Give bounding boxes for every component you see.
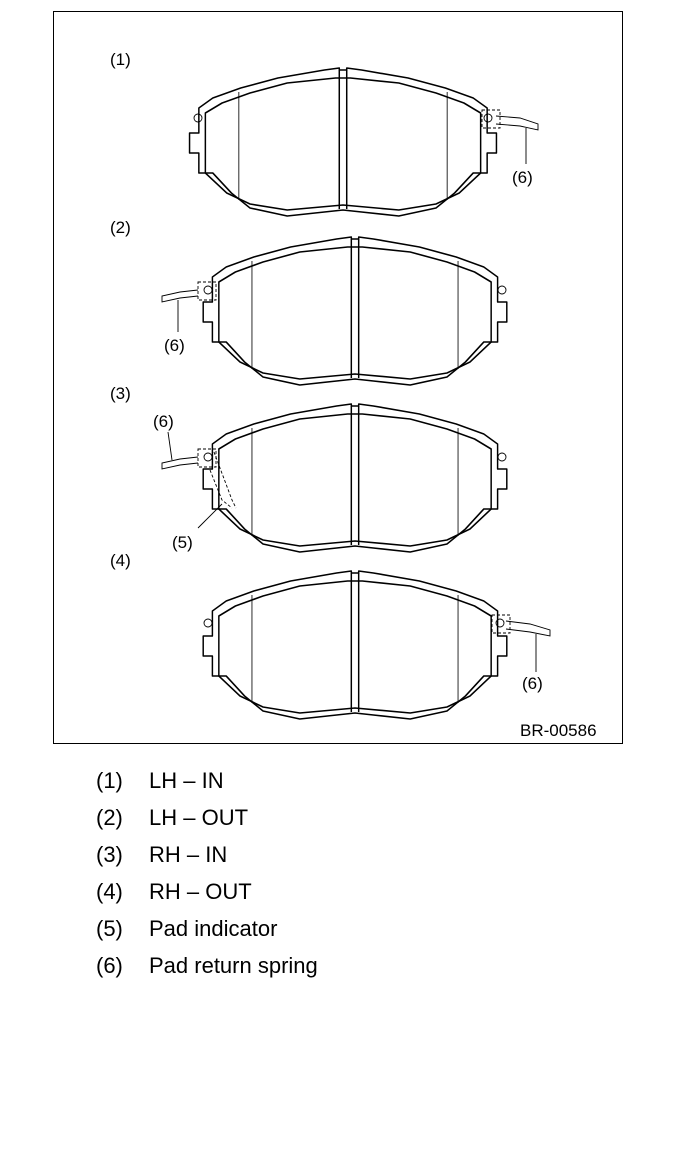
legend-text: Pad indicator <box>149 916 278 941</box>
legend-text: Pad return spring <box>149 953 318 978</box>
panel-label-3: (3) <box>110 384 131 403</box>
callout-6: (6) <box>153 412 174 431</box>
pad-hole <box>483 113 493 123</box>
pad-rh-out <box>202 570 508 720</box>
return-spring <box>505 620 551 637</box>
callout-line-6 <box>167 431 173 461</box>
legend: (1) LH – IN (2) LH – OUT (3) RH – IN (4)… <box>96 768 318 990</box>
legend-item: (3) RH – IN <box>96 842 318 879</box>
legend-item: (5) Pad indicator <box>96 916 318 953</box>
figure-code: BR-00586 <box>520 721 597 740</box>
legend-number: (2) <box>96 805 123 830</box>
return-spring <box>495 115 539 131</box>
pad-indicator <box>213 451 237 509</box>
pad-lh-in <box>188 67 498 217</box>
legend-text: LH – OUT <box>149 805 249 830</box>
pad-rh-in <box>202 403 508 553</box>
pad-hole <box>497 285 507 295</box>
return-spring-clip <box>491 614 511 634</box>
legend-number: (3) <box>96 842 123 867</box>
callout-6: (6) <box>522 674 543 693</box>
legend-number: (6) <box>96 953 123 978</box>
pad-hole <box>203 452 213 462</box>
legend-text: RH – IN <box>149 842 228 867</box>
pad-hole <box>495 618 505 628</box>
callout-6: (6) <box>164 336 185 355</box>
legend-number: (4) <box>96 879 123 904</box>
legend-text: LH – IN <box>149 768 224 793</box>
legend-text: RH – OUT <box>149 879 252 904</box>
pad-indicator <box>209 469 233 509</box>
panel-label-4: (4) <box>110 551 131 570</box>
figure-frame <box>53 11 623 744</box>
pad-hole <box>497 452 507 462</box>
legend-item: (2) LH – OUT <box>96 805 318 842</box>
legend-number: (5) <box>96 916 123 941</box>
legend-number: (1) <box>96 768 123 793</box>
return-spring <box>161 289 199 303</box>
callout-line-5 <box>197 503 223 529</box>
panel-label-2: (2) <box>110 218 131 237</box>
legend-item: (4) RH – OUT <box>96 879 318 916</box>
return-spring <box>161 456 199 470</box>
return-spring-clip <box>197 281 217 301</box>
pad-lh-out <box>202 236 508 386</box>
brake-pad-diagram: (1) (2) (3) (4) (6) (6) (6) (5) (6) BR-0… <box>110 50 597 740</box>
callout-6: (6) <box>512 168 533 187</box>
return-spring-clip <box>481 109 501 129</box>
panel-label-1: (1) <box>110 50 131 69</box>
return-spring-clip <box>197 448 217 468</box>
legend-item: (6) Pad return spring <box>96 953 318 990</box>
legend-item: (1) LH – IN <box>96 768 318 805</box>
pad-hole <box>203 618 213 628</box>
pad-hole <box>193 113 203 123</box>
callout-5: (5) <box>172 533 193 552</box>
pad-hole <box>203 285 213 295</box>
